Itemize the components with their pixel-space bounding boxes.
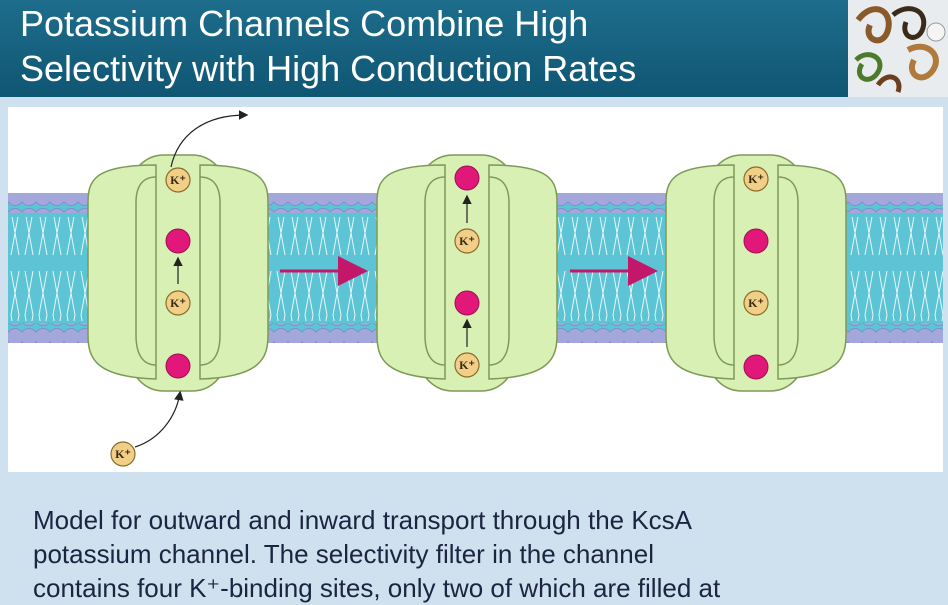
channel-state-3: K⁺ K⁺: [665, 154, 847, 392]
kcsa-transport-diagram: K⁺ K⁺ K⁺ K⁺ K⁺: [8, 110, 943, 467]
svg-text:K⁺: K⁺: [170, 296, 186, 310]
slide-header: Potassium Channels Combine High Selectiv…: [0, 0, 948, 97]
svg-text:K⁺: K⁺: [459, 358, 475, 372]
slide-caption: Model for outward and inward transport t…: [33, 503, 933, 605]
channel-state-1: K⁺ K⁺ K⁺: [87, 110, 269, 467]
svg-text:K⁺: K⁺: [748, 172, 764, 186]
svg-text:K⁺: K⁺: [170, 173, 186, 187]
slide-title-line-2: Selectivity with High Conduction Rates: [20, 48, 637, 89]
caption-line-1: Model for outward and inward transport t…: [33, 505, 693, 535]
svg-text:K⁺: K⁺: [459, 234, 475, 248]
caption-line-2: potassium channel. The selectivity filte…: [33, 539, 654, 569]
caption-line-3: contains four K⁺-binding sites, only two…: [33, 573, 721, 603]
slide-title-line-1: Potassium Channels Combine High: [20, 3, 589, 44]
channel-state-2: K⁺ K⁺: [376, 154, 558, 392]
protein-structure-logo-icon: [848, 0, 948, 97]
svg-text:K⁺: K⁺: [115, 447, 131, 461]
svg-text:K⁺: K⁺: [748, 296, 764, 310]
diagram-panel: K⁺ K⁺ K⁺ K⁺ K⁺: [8, 107, 943, 472]
